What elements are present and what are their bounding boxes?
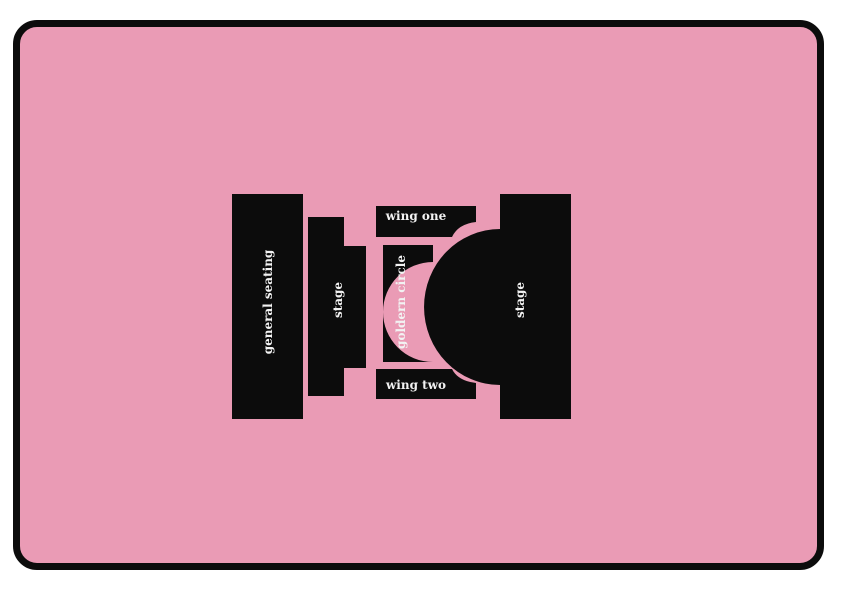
section-goldern-circle[interactable]: goldern circle [383,245,433,362]
goldern-circle-label: goldern circle [394,255,408,349]
stage-right-label: stage [513,282,527,318]
seating-map-card [13,20,824,570]
section-wing-one[interactable]: wing one [376,206,476,237]
wing-one-label: wing one [385,209,447,223]
section-wing-two[interactable]: wing two [376,369,476,399]
general-seating-label: general seating [261,249,275,354]
stage-left-label: stage [331,282,345,318]
section-stage-left[interactable]: stage [308,217,366,396]
wing-two-label: wing two [385,378,446,392]
section-general-seating[interactable]: general seating [232,194,303,419]
section-stage-right[interactable]: stage [424,194,571,419]
